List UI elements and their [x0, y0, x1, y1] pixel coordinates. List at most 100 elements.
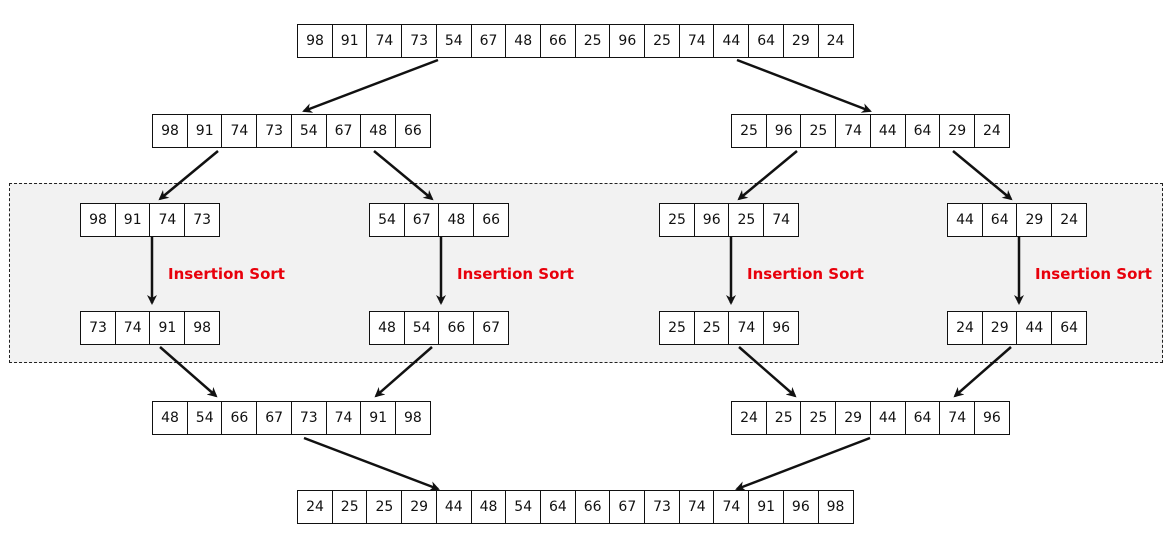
array-cell: 74 — [114, 311, 151, 345]
array-cell: 67 — [473, 311, 510, 345]
array-cell: 96 — [609, 24, 646, 58]
arrow-right-q4 — [952, 150, 1013, 201]
array-cell: 91 — [149, 311, 186, 345]
array-cell: 96 — [763, 311, 800, 345]
array-cell: 66 — [574, 490, 611, 524]
array-cell: 48 — [470, 490, 507, 524]
array-cell: 24 — [297, 490, 333, 524]
array-cell: 74 — [728, 311, 765, 345]
array-cell: 25 — [731, 114, 767, 148]
array-cell: 29 — [939, 114, 976, 148]
array-cell: 74 — [678, 24, 715, 58]
array-cell: 74 — [713, 490, 750, 524]
array-cell: 66 — [473, 203, 510, 237]
array-cell: 91 — [360, 401, 397, 435]
array-cell: 24 — [973, 114, 1010, 148]
array-cell: 54 — [290, 114, 327, 148]
array-cell: 44 — [713, 24, 750, 58]
array-cell: 96 — [765, 114, 802, 148]
array-cell: 25 — [574, 24, 611, 58]
array-cell: 48 — [438, 203, 475, 237]
arrow-right-q3 — [737, 150, 798, 201]
arrow-left-q2 — [373, 150, 434, 201]
array-cell: 74 — [149, 203, 186, 237]
array-cell: 44 — [947, 203, 983, 237]
array-cell: 74 — [835, 114, 872, 148]
array-cell: 24 — [817, 24, 854, 58]
array-cell: 25 — [644, 24, 681, 58]
array-cell: 66 — [221, 401, 258, 435]
array-cell: 44 — [869, 401, 906, 435]
array-cell: 48 — [505, 24, 542, 58]
array-cell: 25 — [659, 203, 695, 237]
array-cell: 66 — [539, 24, 576, 58]
array-cell: 96 — [693, 203, 730, 237]
arrow-mright-result — [735, 436, 871, 491]
array-cell: 73 — [184, 203, 221, 237]
array-cell: 96 — [782, 490, 819, 524]
array-cell: 44 — [435, 490, 472, 524]
arrow-root-left — [302, 58, 439, 113]
array-cell: 74 — [325, 401, 362, 435]
array-cell: 66 — [394, 114, 431, 148]
array-cell: 64 — [1051, 311, 1088, 345]
array-cell: 24 — [1051, 203, 1088, 237]
array-cell: 73 — [644, 490, 681, 524]
array-cell: 98 — [817, 490, 854, 524]
array-cell: 25 — [366, 490, 403, 524]
array-cell: 25 — [659, 311, 695, 345]
array-cell: 44 — [1016, 311, 1053, 345]
array-cell: 29 — [782, 24, 819, 58]
array-cell: 67 — [325, 114, 362, 148]
arrow-root-right — [736, 58, 872, 113]
array-cell: 67 — [470, 24, 507, 58]
array-cell: 48 — [360, 114, 397, 148]
array-cell: 91 — [114, 203, 151, 237]
array-cell: 29 — [981, 311, 1018, 345]
insertion-sort-label-4: Insertion Sort — [1035, 265, 1152, 283]
array-cell: 29 — [835, 401, 872, 435]
array-cell: 48 — [152, 401, 188, 435]
array-cell: 25 — [331, 490, 368, 524]
arrow-s3-merge — [738, 346, 797, 398]
array-cell: 73 — [80, 311, 116, 345]
array-cell: 54 — [435, 24, 472, 58]
array-cell: 64 — [748, 24, 785, 58]
array-cell: 24 — [731, 401, 767, 435]
array-cell: 91 — [748, 490, 785, 524]
array-cell: 74 — [366, 24, 403, 58]
array-cell: 54 — [505, 490, 542, 524]
arrow-s1-merge — [159, 346, 218, 398]
array-cell: 24 — [947, 311, 983, 345]
array-cell: 74 — [939, 401, 976, 435]
array-cell: 64 — [981, 203, 1018, 237]
arrow-s2-merge — [374, 346, 433, 398]
arrow-left-q1 — [158, 150, 219, 201]
array-cell: 91 — [331, 24, 368, 58]
array-cell: 25 — [728, 203, 765, 237]
array-cell: 25 — [800, 114, 837, 148]
array-cell: 74 — [221, 114, 258, 148]
array-cell: 73 — [256, 114, 293, 148]
array-cell: 91 — [186, 114, 223, 148]
insertion-sort-label-2: Insertion Sort — [457, 265, 574, 283]
array-cell: 74 — [678, 490, 715, 524]
arrow-mleft-result — [303, 436, 440, 491]
array-cell: 98 — [80, 203, 116, 237]
array-cell: 96 — [973, 401, 1010, 435]
array-cell: 64 — [904, 114, 941, 148]
array-cell: 48 — [369, 311, 405, 345]
insertion-sort-label-3: Insertion Sort — [747, 265, 864, 283]
array-cell: 64 — [539, 490, 576, 524]
